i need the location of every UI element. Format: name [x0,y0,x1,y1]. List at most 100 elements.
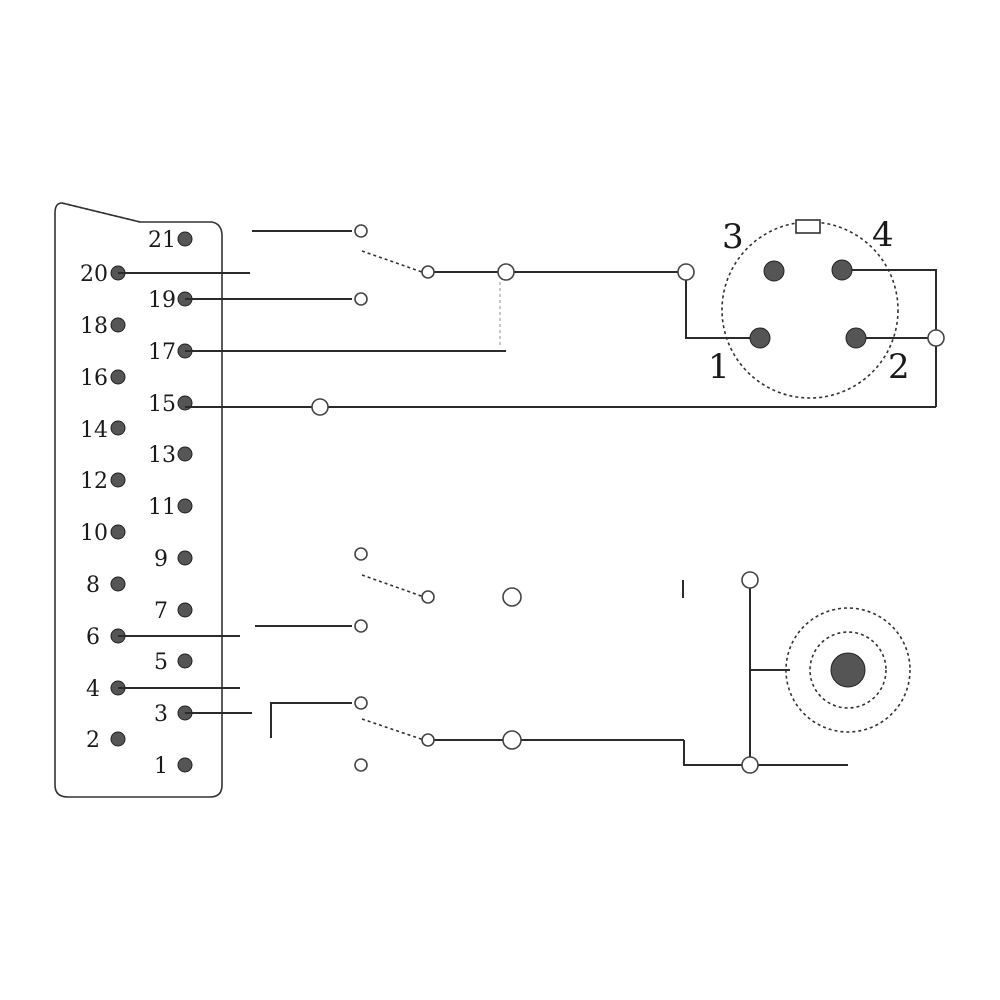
switch-arm-lower-1 [361,574,425,598]
svideo-pin-3 [763,260,785,282]
pin-dot [177,446,193,462]
wire-svideo-pin4 [842,269,937,407]
terminal [421,265,435,279]
pin-label: 1 [154,754,168,779]
pin-label: 16 [80,366,108,391]
lower-terminals [354,547,759,774]
pin-dot [110,420,126,436]
pin-dot [110,524,126,540]
terminal [421,733,435,747]
upper-wiring [118,230,937,408]
terminal [354,292,368,306]
pin-label: 13 [148,443,176,468]
scart-pin-3: 3 [154,702,193,727]
terminal [354,619,368,633]
pin-dot [177,231,193,247]
pin-label: 14 [80,418,108,443]
terminal [497,263,515,281]
scart-pin-9: 9 [154,547,193,572]
scart-pin-10: 10 [80,521,126,546]
svideo-label-4: 4 [872,215,894,255]
svideo-label-2: 2 [888,347,910,387]
scart-pin-12: 12 [80,469,126,494]
pin-dot [110,317,126,333]
svideo-pin-1 [749,327,771,349]
svideo-pin-2 [845,327,867,349]
pin-label: 9 [154,547,168,572]
pin-label: 8 [86,573,100,598]
svideo-key [795,219,821,234]
terminal [421,590,435,604]
terminal [502,587,522,607]
pin-label: 19 [148,288,176,313]
svideo-pin-4 [831,259,853,281]
pin-dot [177,653,193,669]
terminal [354,224,368,238]
terminal [677,263,695,281]
pin-label: 15 [148,392,176,417]
pin-dot [177,602,193,618]
scart-pin-17: 17 [148,340,193,365]
scart-pin-19: 19 [148,288,193,313]
rca-center-pin [830,652,866,688]
scart-pin-14: 14 [80,418,126,443]
upper-terminals [311,224,945,416]
pin-label: 7 [154,599,168,624]
pin-label: 10 [80,521,108,546]
rca-inner-ring [809,631,887,709]
rca-outer-ring [785,607,911,733]
scart-pin-1: 1 [154,754,193,779]
svideo-connector: 3 4 1 2 [708,215,910,399]
pin-label: 11 [148,495,176,520]
scart-connector-body [54,202,223,798]
terminal [741,756,759,774]
pin-label: 20 [80,262,108,287]
pin-dot [177,757,193,773]
scart-pin-13: 13 [148,443,193,468]
scart-pin-8: 8 [86,573,126,598]
pin-dot [177,550,193,566]
pin-dot [110,731,126,747]
terminal [311,398,329,416]
svideo-label-1: 1 [708,347,730,387]
svideo-label-3: 3 [722,217,744,257]
terminal [354,696,368,710]
wire-rca-ground [683,740,848,766]
terminal [354,547,368,561]
pin-dot [110,576,126,592]
pin-label: 12 [80,469,108,494]
scart-pin-7: 7 [154,599,193,624]
terminal [741,571,759,589]
lower-wiring [118,574,848,766]
pin-dot [177,498,193,514]
switch-arm-upper [361,250,423,273]
pin-label: 3 [154,702,168,727]
scart-pin-5: 5 [154,650,193,675]
rca-connector [785,607,911,733]
scart-pin-2: 2 [86,728,126,753]
scart-pin-20: 20 [80,262,126,287]
pin-label: 6 [86,625,100,650]
wire-svideo-pin1 [685,272,758,339]
scart-pin-16: 16 [80,366,126,391]
scart-pin-21: 21 [148,228,193,253]
pin-label: 2 [86,728,100,753]
scart-pin-4: 4 [86,677,126,702]
scart-connector-chamfer [61,202,141,223]
pin-label: 17 [148,340,176,365]
pin-label: 5 [154,650,168,675]
wire-pin3-right [270,702,352,738]
pin-label: 21 [148,228,176,253]
pin-label: 4 [86,677,100,702]
scart-pin-15: 15 [148,392,193,417]
pin-label: 18 [80,314,108,339]
terminal [354,758,368,772]
switch-arm-lower-2 [361,718,425,741]
pin-dot [110,369,126,385]
scart-pin-18: 18 [80,314,126,339]
pin-dot [110,472,126,488]
terminal [927,329,945,347]
scart-pin-6: 6 [86,625,126,650]
